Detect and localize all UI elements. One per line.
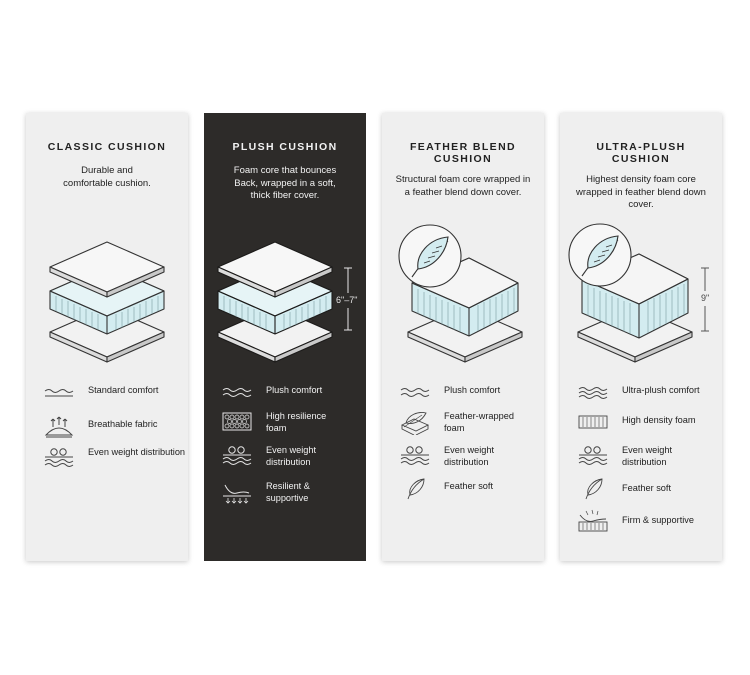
density-foam-icon <box>578 415 608 429</box>
feature-label: Standard comfort <box>88 385 159 395</box>
weight-distribution-icon <box>222 446 252 465</box>
feature-high-density-foam: High density foam <box>578 415 716 443</box>
feature-label: Even weight distribution <box>266 445 317 467</box>
cushion-layers-illustration <box>398 224 523 363</box>
feature-label: High density foam <box>622 415 696 425</box>
weight-distribution-icon <box>400 446 430 465</box>
ultra-plush-cushion-panel: ULTRA-PLUSH CUSHION Highest density foam… <box>560 113 722 561</box>
feather-badge-icon <box>568 223 632 287</box>
cushion-layers-illustration <box>49 241 165 363</box>
feature-label: Resilient & supportive <box>266 481 310 503</box>
feature-label: Even weight distribution <box>88 447 186 457</box>
feature-label: Ultra-plush comfort <box>622 385 700 395</box>
feature-label: Breathable fabric <box>88 419 158 429</box>
feature-plush-comfort: Plush comfort <box>400 385 538 413</box>
cushion-layers-illustration <box>217 241 352 363</box>
feature-resilient-supportive: Resilient & supportive <box>222 481 360 509</box>
feature-even-weight: Even weight distribution <box>44 447 185 475</box>
firm-support-icon <box>578 509 608 532</box>
feature-even-weight: Even weight distribution <box>400 445 538 473</box>
feature-standard-comfort: Standard comfort <box>44 385 182 413</box>
classic-cushion-panel: CLASSIC CUSHION Durable and comfortable … <box>26 113 188 561</box>
support-springs-icon <box>223 484 251 504</box>
feather-icon <box>585 478 603 500</box>
feature-plush-comfort: Plush comfort <box>222 385 360 413</box>
height-dimension-label: 9" <box>701 293 710 303</box>
weight-distribution-icon <box>578 446 608 465</box>
panel-description: Foam core that bounces Back, wrapped in … <box>233 165 337 201</box>
feature-feather-soft: Feather soft <box>578 477 716 505</box>
feature-ultra-plush-comfort: Ultra-plush comfort <box>578 385 716 413</box>
panel-title: PLUSH CUSHION <box>232 141 338 153</box>
feature-feather-soft: Feather soft <box>400 477 538 505</box>
panel-title: FEATHER BLEND CUSHION <box>409 141 517 165</box>
wave-triple-icon <box>578 387 608 399</box>
feature-label: Even weight distribution <box>622 445 673 467</box>
feature-label: High resilience foam <box>266 411 327 433</box>
panel-description: Highest density foam core wrapped in fea… <box>576 174 706 210</box>
feature-feather-wrapped-foam: Feather-wrapped foam <box>400 411 538 439</box>
feature-label: Feather-wrapped foam <box>444 411 514 433</box>
cushion-layers-illustration <box>568 223 709 363</box>
panel-description: Durable and comfortable cushion. <box>63 165 151 189</box>
feature-label: Plush comfort <box>266 385 323 395</box>
feature-high-resilience-foam: High resilience foam <box>222 411 360 439</box>
feature-breathable-fabric: Breathable fabric <box>44 415 182 443</box>
feature-label: Even weight distribution <box>444 445 495 467</box>
panel-description: Structural foam core wrapped in a feathe… <box>395 174 531 198</box>
breathable-fabric-icon <box>44 416 74 438</box>
feature-label: Firm & supportive <box>622 515 694 525</box>
feather-wrapped-icon <box>400 412 430 435</box>
wave-single-icon <box>44 389 74 397</box>
foam-cells-icon <box>222 412 252 431</box>
feature-even-weight: Even weight distribution <box>578 445 716 473</box>
weight-distribution-icon <box>44 448 74 467</box>
feature-label: Feather soft <box>622 483 672 493</box>
feather-icon <box>407 478 425 500</box>
feature-even-weight: Even weight distribution <box>222 445 360 473</box>
height-dimension-label: 6"–7" <box>336 295 358 305</box>
feature-firm-supportive: Firm & supportive <box>578 509 716 537</box>
feature-label: Feather soft <box>444 481 494 491</box>
panel-title: ULTRA-PLUSH CUSHION <box>596 141 686 165</box>
feather-badge-icon <box>398 224 462 288</box>
feather-blend-cushion-panel: FEATHER BLEND CUSHION Structural foam co… <box>382 113 544 561</box>
wave-double-icon <box>400 388 430 397</box>
plush-cushion-panel: PLUSH CUSHION Foam core that bounces Bac… <box>204 113 366 561</box>
feature-label: Plush comfort <box>444 385 501 395</box>
wave-double-icon <box>222 388 252 397</box>
panel-title: CLASSIC CUSHION <box>47 141 167 153</box>
